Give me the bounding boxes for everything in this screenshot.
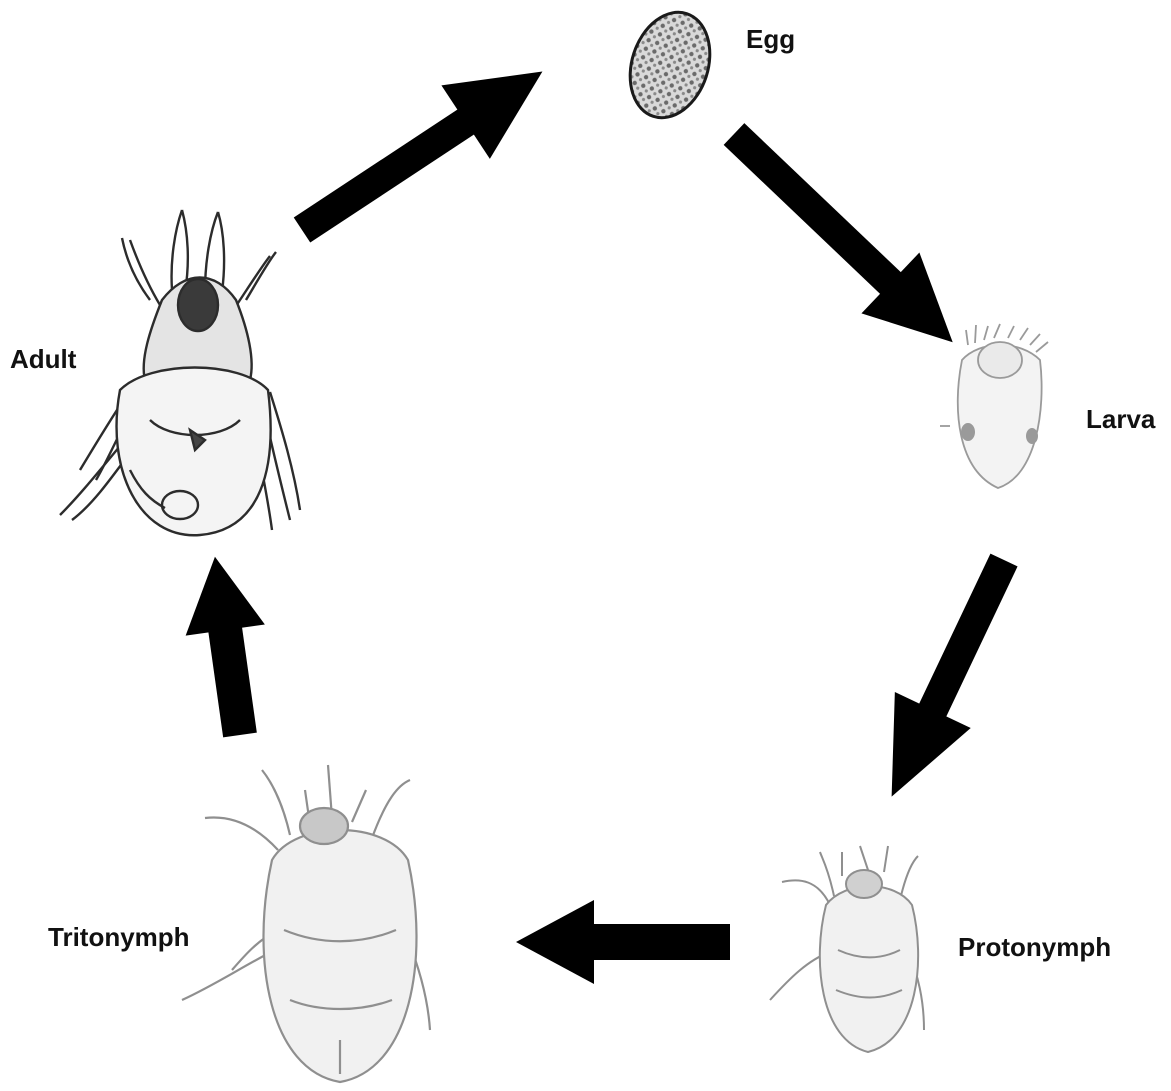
arrow-larva-to-protonymph xyxy=(854,542,1042,815)
arrow-protonymph-to-tritonymph xyxy=(516,900,730,984)
tritonymph-label: Tritonymph xyxy=(48,922,190,953)
larva-illustration xyxy=(940,324,1048,488)
arrow-adult-to-egg xyxy=(278,35,567,267)
protonymph-illustration xyxy=(770,846,924,1052)
egg-illustration xyxy=(617,2,723,128)
larva-label: Larva xyxy=(1086,404,1155,435)
protonymph-label: Protonymph xyxy=(958,932,1111,963)
adult-illustration xyxy=(60,210,300,535)
arrow-tritonymph-to-adult xyxy=(175,551,279,740)
tritonymph-illustration xyxy=(182,765,430,1082)
arrow-egg-to-larva xyxy=(705,104,982,373)
egg-label: Egg xyxy=(746,24,795,55)
adult-label: Adult xyxy=(10,344,76,375)
